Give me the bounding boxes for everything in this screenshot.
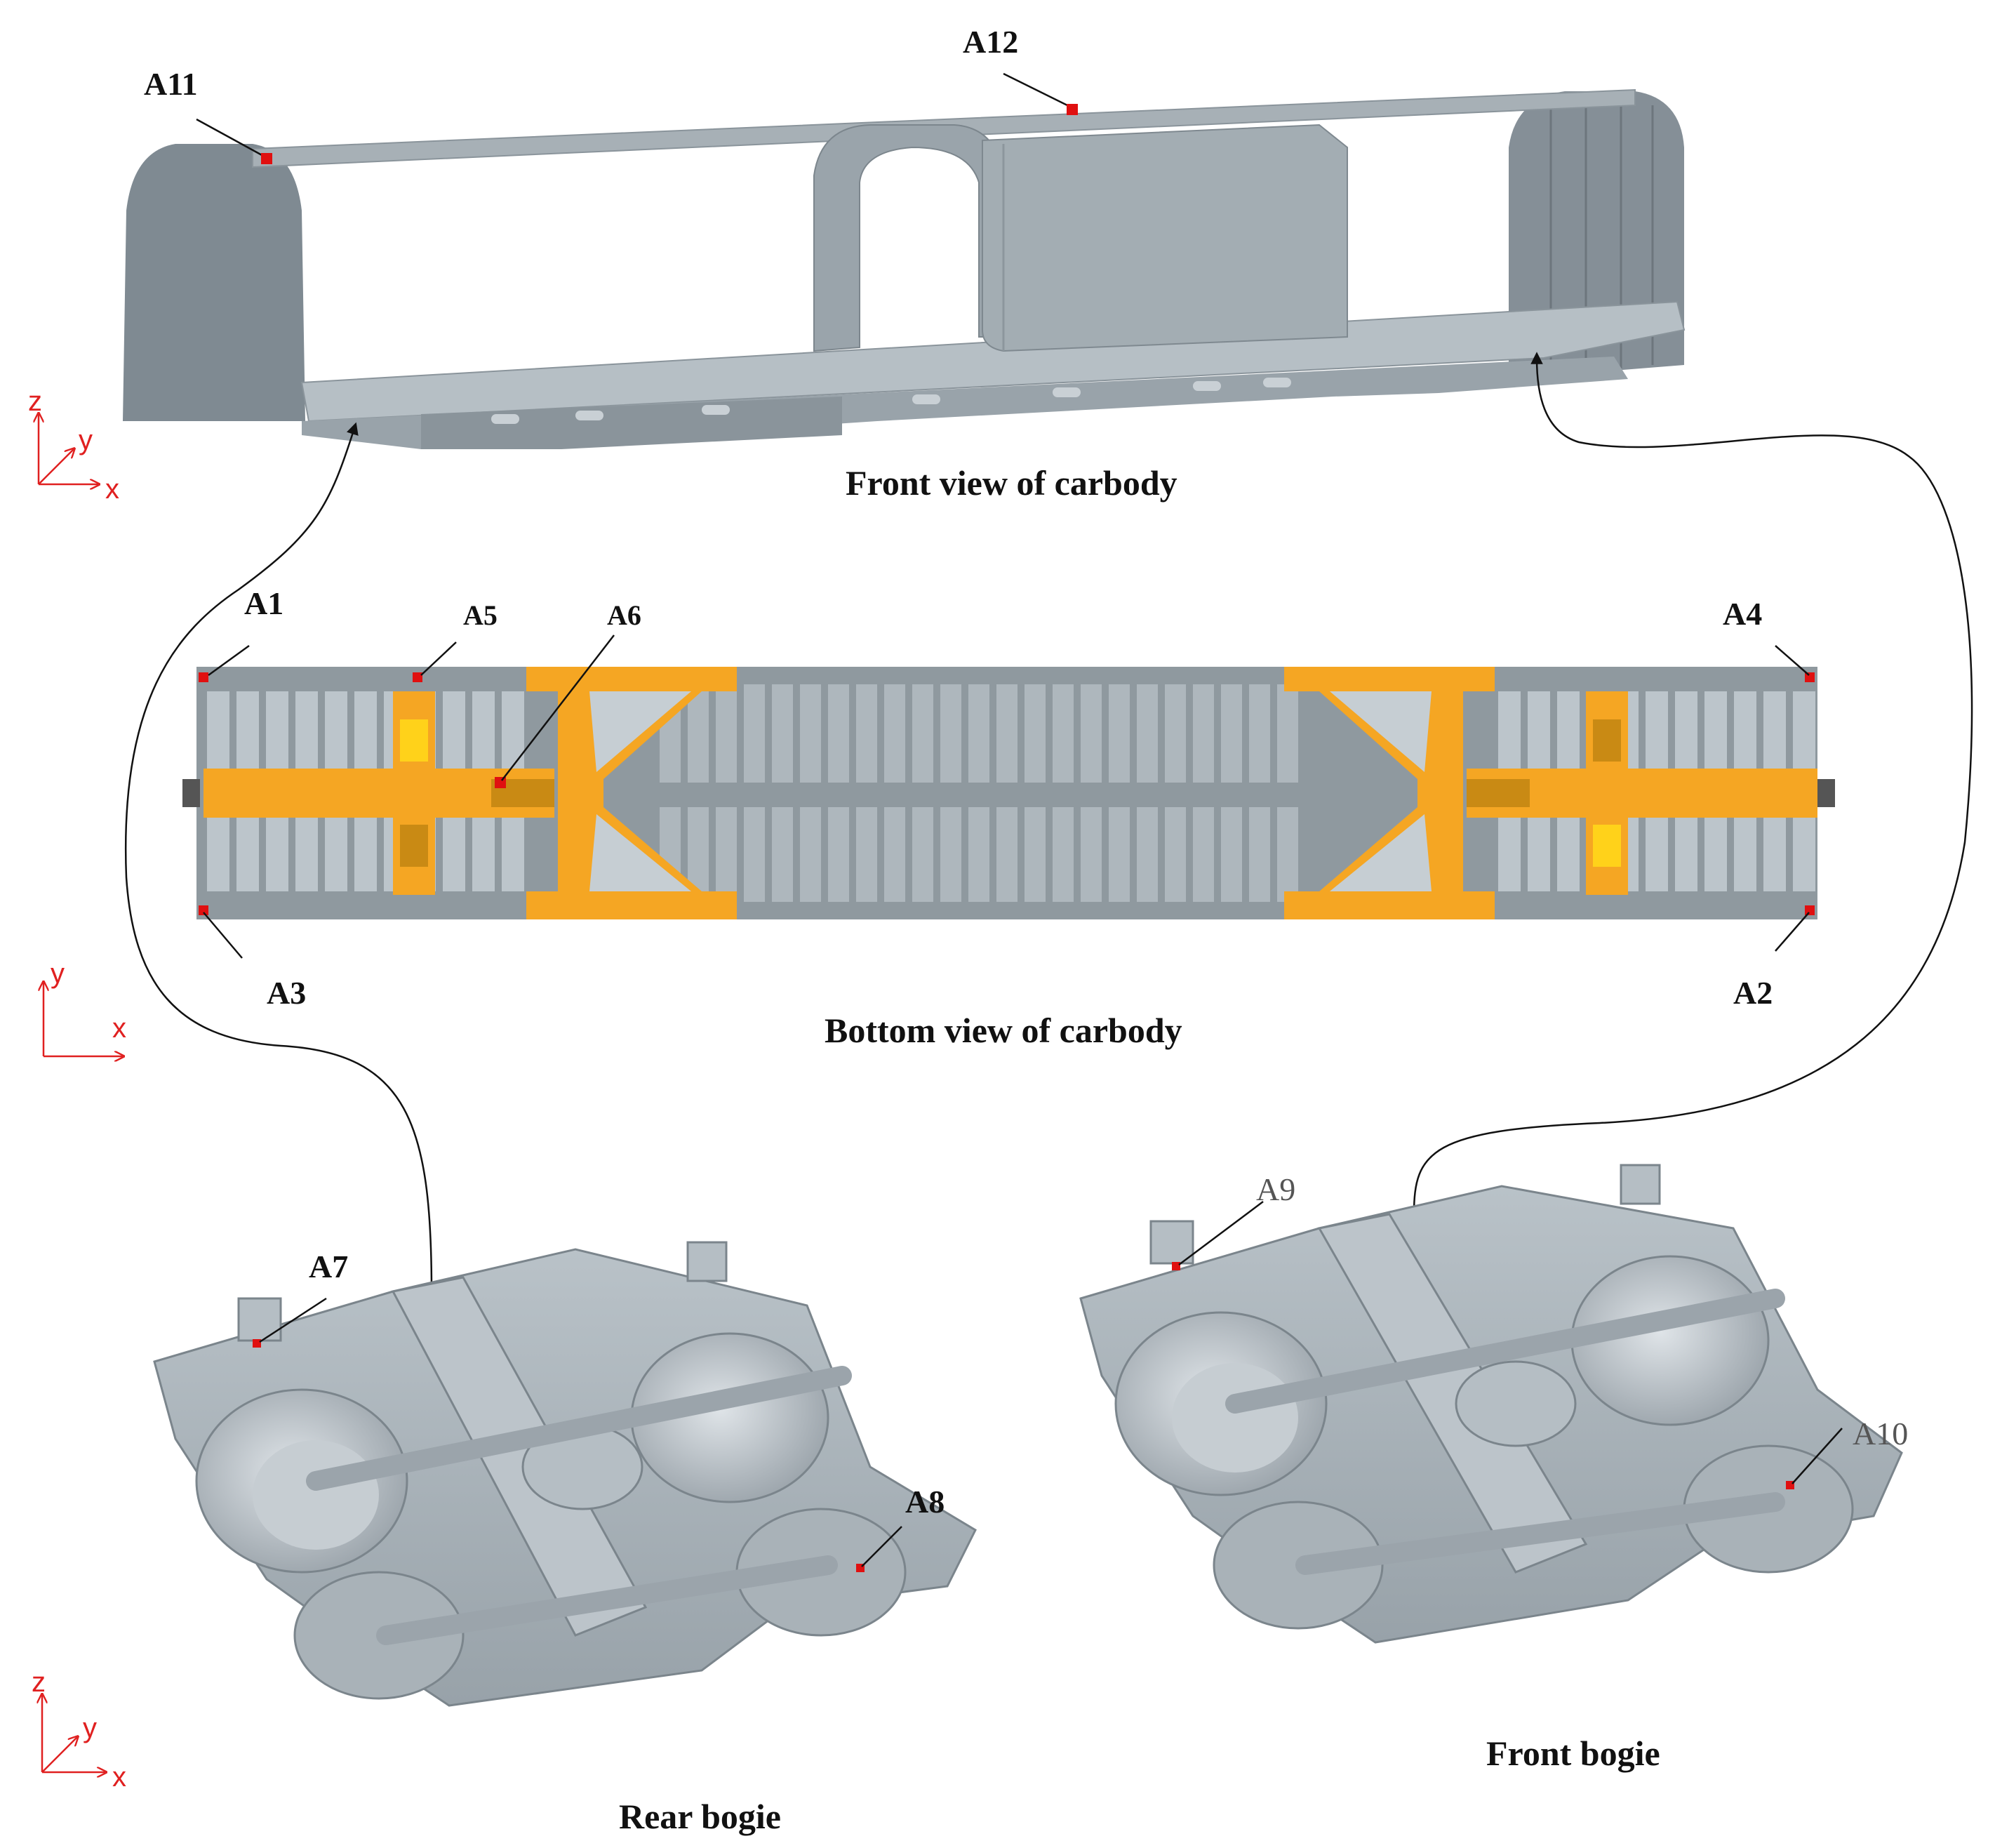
center-housing (982, 124, 1348, 352)
sensor-a1-marker (199, 672, 208, 682)
sensor-a6-label: A6 (607, 599, 641, 631)
middle-slats (660, 684, 1298, 902)
sensor-a7-marker (253, 1339, 261, 1348)
sensor-a8-label: A8 (905, 1484, 945, 1520)
sensor-a6-marker (495, 777, 506, 788)
left-bolster-frame (203, 667, 737, 919)
sensor-a11-marker (261, 153, 272, 164)
sensor-a3-label: A3 (267, 975, 306, 1011)
bottom-view-caption: Bottom view of carbody (825, 1011, 1182, 1050)
sensor-a11-label: A11 (144, 66, 198, 102)
front-bogie (1079, 1164, 1903, 1644)
left-end-wall (123, 144, 305, 421)
bogie-axis-z-label: z (32, 1667, 46, 1698)
sensor-a7-label: A7 (309, 1249, 348, 1284)
sensor-a10-label: A10 (1853, 1416, 1908, 1451)
center-arch (813, 124, 1004, 352)
rear-bogie (153, 1241, 977, 1707)
bogie-axis-x-label: x (112, 1762, 126, 1793)
sensor-a2-marker (1805, 905, 1815, 915)
right-bolster-frame (1284, 667, 1817, 919)
carbody-front-view: A11 A12 z y x Front view of carbody (28, 24, 1686, 505)
front-axis-z-label: z (28, 386, 42, 417)
bottom-view-axes: y x (44, 958, 126, 1056)
sensor-a9-label: A9 (1256, 1171, 1295, 1207)
front-axis-x-label: x (105, 474, 119, 505)
carbody-bottom-view: A1 A5 A6 A4 A3 A2 y x Bottom view of car… (44, 585, 1835, 1056)
front-bogie-caption: Front bogie (1486, 1734, 1660, 1773)
sensor-a5-marker (413, 672, 422, 682)
sensor-a2-label: A2 (1733, 975, 1773, 1011)
connection-curves (124, 352, 1973, 1292)
sensor-a4-label: A4 (1723, 596, 1762, 632)
sensor-a9-marker (1172, 1262, 1180, 1270)
front-bogie-connector (1413, 352, 1973, 1215)
rear-bogie-caption: Rear bogie (619, 1797, 781, 1836)
bogie-axis-y-label: y (83, 1713, 97, 1743)
sensor-a3-marker (199, 905, 208, 915)
sensor-a5-label: A5 (463, 599, 498, 631)
underframe-openings (491, 378, 1291, 424)
underframe-center-sill (421, 397, 842, 449)
front-axis-y-label: y (79, 425, 93, 456)
sensor-a12-label: A12 (963, 24, 1018, 60)
front-view-caption: Front view of carbody (846, 463, 1177, 503)
sensor-a1-label: A1 (244, 585, 283, 621)
rear-bogie-connector (124, 422, 433, 1292)
bottom-axis-y-label: y (51, 958, 65, 989)
sensor-a12-marker (1067, 104, 1078, 115)
bottom-axis-x-label: x (112, 1013, 126, 1044)
front-view-axes: z y x (28, 386, 119, 505)
sensor-a4-marker (1805, 672, 1815, 682)
bogie-axes: z y x (32, 1667, 126, 1793)
